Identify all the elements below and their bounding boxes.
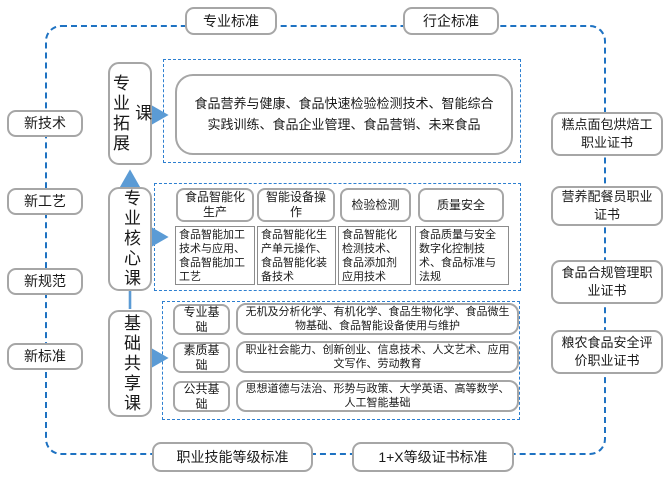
expansion-course-text: 食品营养与健康、食品快速检验检测技术、智能综合实践训练、食品企业管理、食品营销、… (194, 96, 494, 132)
left-label-text: 新标准 (24, 348, 66, 365)
foundation-row-header-quality: 素质基础 (173, 342, 230, 373)
left-label-text: 新技术 (24, 115, 66, 132)
group-label-expansion: 专业拓展课 (108, 62, 152, 165)
core-col-body-text: 食品智能化检测技术、食品添加剂应用技术 (342, 229, 397, 283)
core-col-header-text: 智能设备操作 (265, 190, 326, 219)
bottom-standard-skill-level: 职业技能等级标准 (152, 442, 313, 472)
foundation-row-header-public: 公共基础 (173, 381, 230, 412)
core-col-body-text: 食品质量与安全数字化控制技术、食品标准与法规 (419, 229, 496, 283)
outer-dashed-frame (45, 25, 606, 455)
group-label-foundation: 基础共享课 (108, 310, 152, 417)
left-label-new-norm: 新规范 (7, 268, 83, 295)
foundation-row-header-text: 公共基础 (183, 382, 220, 411)
foundation-row-header-professional: 专业基础 (173, 304, 230, 335)
bottom-standard-1x-certificate-label: 1+X等级证书标准 (378, 448, 488, 465)
bottom-standard-1x-certificate: 1+X等级证书标准 (352, 442, 514, 472)
core-col-header-text: 检验检测 (351, 197, 400, 212)
top-standard-industry: 行企标准 (403, 7, 499, 35)
certificate-text: 糕点面包烘焙工职业证书 (561, 117, 653, 150)
core-col-header-inspection: 检验检测 (340, 188, 411, 222)
foundation-row-body-text: 无机及分析化学、有机化学、食品生物化学、食品微生物基础、食品智能设备使用与维护 (245, 305, 510, 332)
core-col-body-equipment: 食品智能化生产单元操作、食品智能化装备技术 (257, 226, 336, 285)
certificate-compliance: 食品合规管理职业证书 (551, 260, 663, 304)
core-col-header-text: 食品智能化生产 (184, 190, 245, 219)
left-label-text: 新规范 (24, 273, 66, 290)
certificate-grain-safety: 粮农食品安全评价职业证书 (551, 330, 663, 374)
core-col-body-quality: 食品质量与安全数字化控制技术、食品标准与法规 (415, 226, 509, 285)
top-standard-professional-label: 专业标准 (203, 12, 259, 29)
left-label-new-standard: 新标准 (7, 343, 83, 370)
top-standard-professional: 专业标准 (185, 7, 277, 35)
group-label-text: 专业拓展课 (110, 73, 152, 154)
certificate-text: 食品合规管理职业证书 (561, 265, 653, 298)
core-col-header-quality: 质量安全 (418, 188, 504, 222)
foundation-row-body-professional: 无机及分析化学、有机化学、食品生物化学、食品微生物基础、食品智能设备使用与维护 (236, 303, 519, 335)
certificate-baking: 糕点面包烘焙工职业证书 (551, 112, 663, 156)
left-label-new-craft: 新工艺 (7, 188, 83, 215)
core-col-body-text: 食品智能化生产单元操作、食品智能化装备技术 (261, 229, 327, 283)
group-label-text: 基础共享课 (121, 313, 141, 414)
bottom-standard-skill-level-label: 职业技能等级标准 (176, 448, 289, 465)
foundation-row-body-quality: 职业社会能力、创新创业、信息技术、人文艺术、应用文写作、劳动教育 (236, 341, 519, 373)
foundation-row-body-text: 职业社会能力、创新创业、信息技术、人文艺术、应用文写作、劳动教育 (245, 343, 510, 370)
core-col-header-production: 食品智能化生产 (176, 188, 254, 222)
core-col-body-production: 食品智能加工技术与应用、食品智能加工工艺 (175, 226, 255, 285)
certificate-nutrition: 营养配餐员职业证书 (551, 186, 663, 226)
group-label-text: 专业核心课 (121, 189, 141, 289)
group-label-core: 专业核心课 (108, 187, 152, 291)
core-col-header-equipment: 智能设备操作 (257, 188, 335, 222)
core-col-body-inspection: 食品智能化检测技术、食品添加剂应用技术 (338, 226, 411, 285)
foundation-row-header-text: 专业基础 (183, 305, 220, 334)
expansion-course-box: 食品营养与健康、食品快速检验检测技术、智能综合实践训练、食品企业管理、食品营销、… (175, 74, 513, 155)
foundation-row-body-text: 思想道德与法治、形势与政策、大学英语、高等数学、人工智能基础 (245, 382, 510, 409)
left-label-new-technology: 新技术 (7, 110, 83, 137)
certificate-text: 粮农食品安全评价职业证书 (561, 335, 653, 368)
top-standard-industry-label: 行企标准 (423, 12, 479, 29)
certificate-text: 营养配餐员职业证书 (561, 189, 653, 222)
core-col-body-text: 食品智能加工技术与应用、食品智能加工工艺 (179, 229, 245, 283)
core-col-header-text: 质量安全 (436, 197, 485, 212)
foundation-row-body-public: 思想道德与法治、形势与政策、大学英语、高等数学、人工智能基础 (236, 380, 519, 412)
left-label-text: 新工艺 (24, 193, 66, 210)
foundation-row-header-text: 素质基础 (183, 343, 220, 372)
